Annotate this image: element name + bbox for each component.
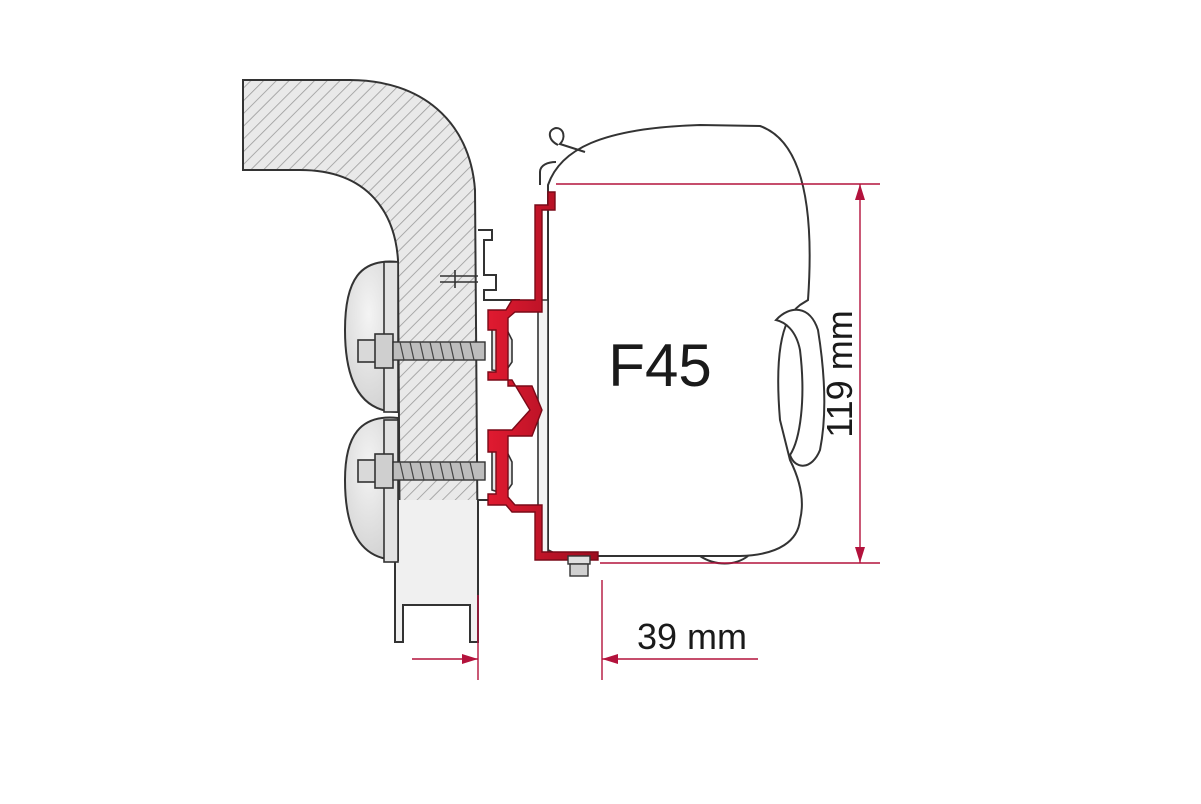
lower-bolt — [357, 453, 486, 489]
upper-bolt — [357, 333, 486, 369]
height-dimension — [556, 183, 880, 564]
cassette-top-hook-lip — [539, 161, 557, 185]
adapter-bracket — [487, 191, 599, 561]
cassette-front-lip — [774, 308, 826, 467]
cassette-top-hook — [548, 126, 586, 153]
lower-washer-plate — [383, 419, 399, 563]
wall-rail-profile — [478, 229, 520, 301]
depth-dimension — [412, 580, 758, 680]
product-label: F45 — [608, 332, 711, 399]
wall-rail-hook — [440, 270, 478, 288]
bottom-fastener — [567, 555, 591, 577]
depth-dimension-label: 39 mm — [637, 616, 747, 657]
lower-wall-rail — [388, 499, 488, 643]
height-dimension-label: 119 mm — [819, 310, 860, 437]
